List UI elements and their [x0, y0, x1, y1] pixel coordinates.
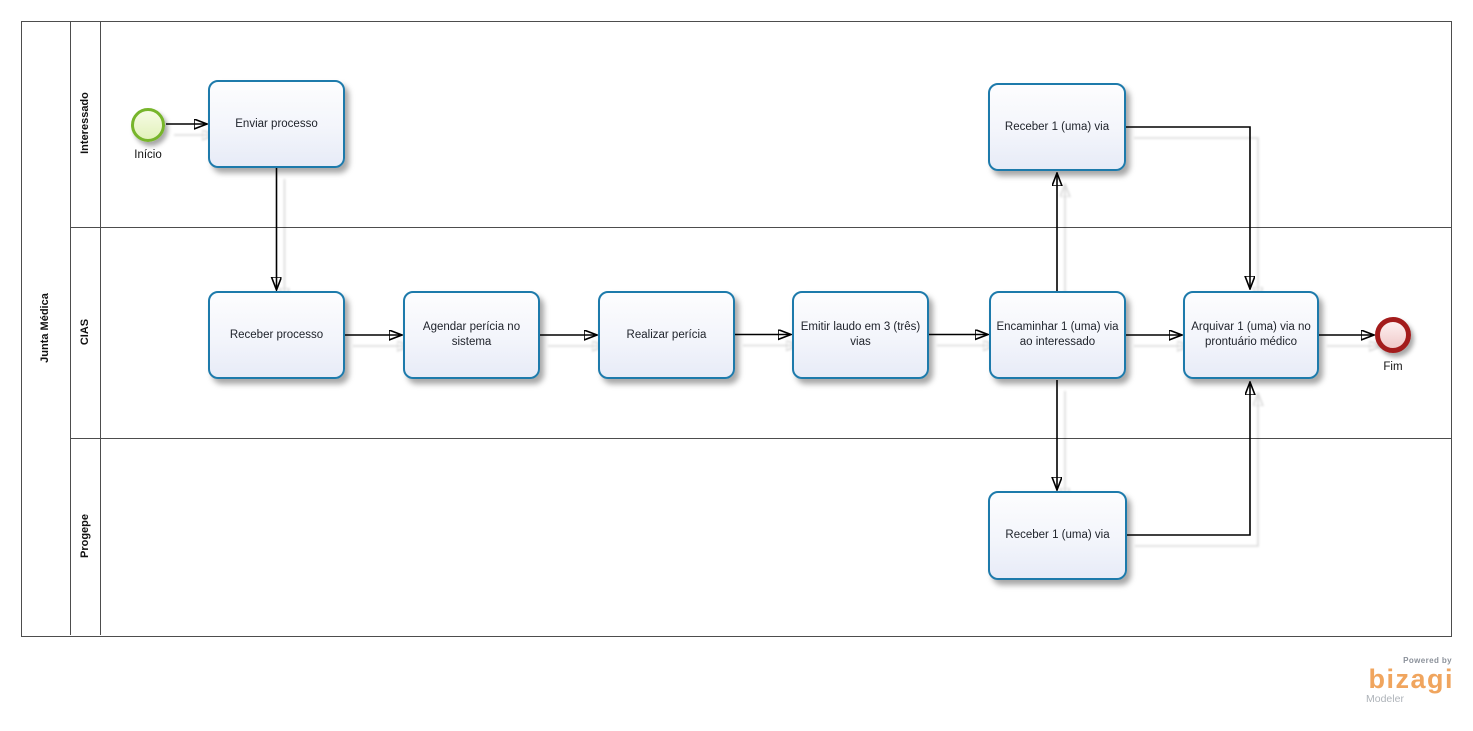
bizagi-branding: Powered by bizagi Modeler — [1364, 657, 1454, 705]
end-event-label: Fim — [1383, 361, 1403, 373]
task-arquivar-via[interactable]: Arquivar 1 (uma) via no prontuário médic… — [1183, 291, 1319, 379]
task-enviar-processo[interactable]: Enviar processo — [208, 80, 345, 168]
task-label: Receber 1 (uma) via — [1004, 120, 1110, 133]
powered-by-text: Powered by — [1403, 656, 1452, 665]
task-label: Realizar perícia — [626, 328, 707, 341]
task-label: Receber 1 (uma) via — [1005, 529, 1110, 542]
pool-label-divider — [70, 21, 71, 635]
modeler-text: Modeler — [1366, 693, 1404, 705]
task-label: Encaminhar 1 (uma) via ao interessado — [996, 321, 1119, 348]
task-receber-via-interessado[interactable]: Receber 1 (uma) via — [988, 83, 1126, 171]
start-event-label: Início — [134, 149, 162, 161]
task-label: Agendar perícia no sistema — [422, 321, 521, 348]
lane-label-divider — [100, 21, 101, 635]
flow-receber-progepe-arquivar[interactable] — [1127, 382, 1250, 536]
bizagi-logo: bizagi — [1368, 664, 1454, 694]
pool-border — [21, 21, 1452, 637]
lane-divider-interessado-cias — [70, 227, 1451, 228]
task-label: Emitir laudo em 3 (três) vias — [800, 321, 921, 348]
flow-receber-interessado-arquivar[interactable] — [1126, 126, 1250, 289]
end-event-circle[interactable] — [1375, 317, 1411, 353]
task-label: Arquivar 1 (uma) via no prontuário médic… — [1191, 321, 1311, 348]
task-receber-processo[interactable]: Receber processo — [208, 291, 345, 379]
task-receber-via-progepe[interactable]: Receber 1 (uma) via — [988, 491, 1127, 580]
lane-divider-cias-progepe — [70, 438, 1451, 439]
task-emitir-laudo[interactable]: Emitir laudo em 3 (três) vias — [792, 291, 929, 379]
task-realizar-pericia[interactable]: Realizar perícia — [598, 291, 735, 379]
task-agendar-pericia[interactable]: Agendar perícia no sistema — [403, 291, 540, 379]
task-label: Enviar processo — [235, 117, 318, 130]
task-encaminhar-via[interactable]: Encaminhar 1 (uma) via ao interessado — [989, 291, 1126, 379]
start-event-circle[interactable] — [131, 108, 165, 142]
task-label: Receber processo — [229, 328, 324, 341]
